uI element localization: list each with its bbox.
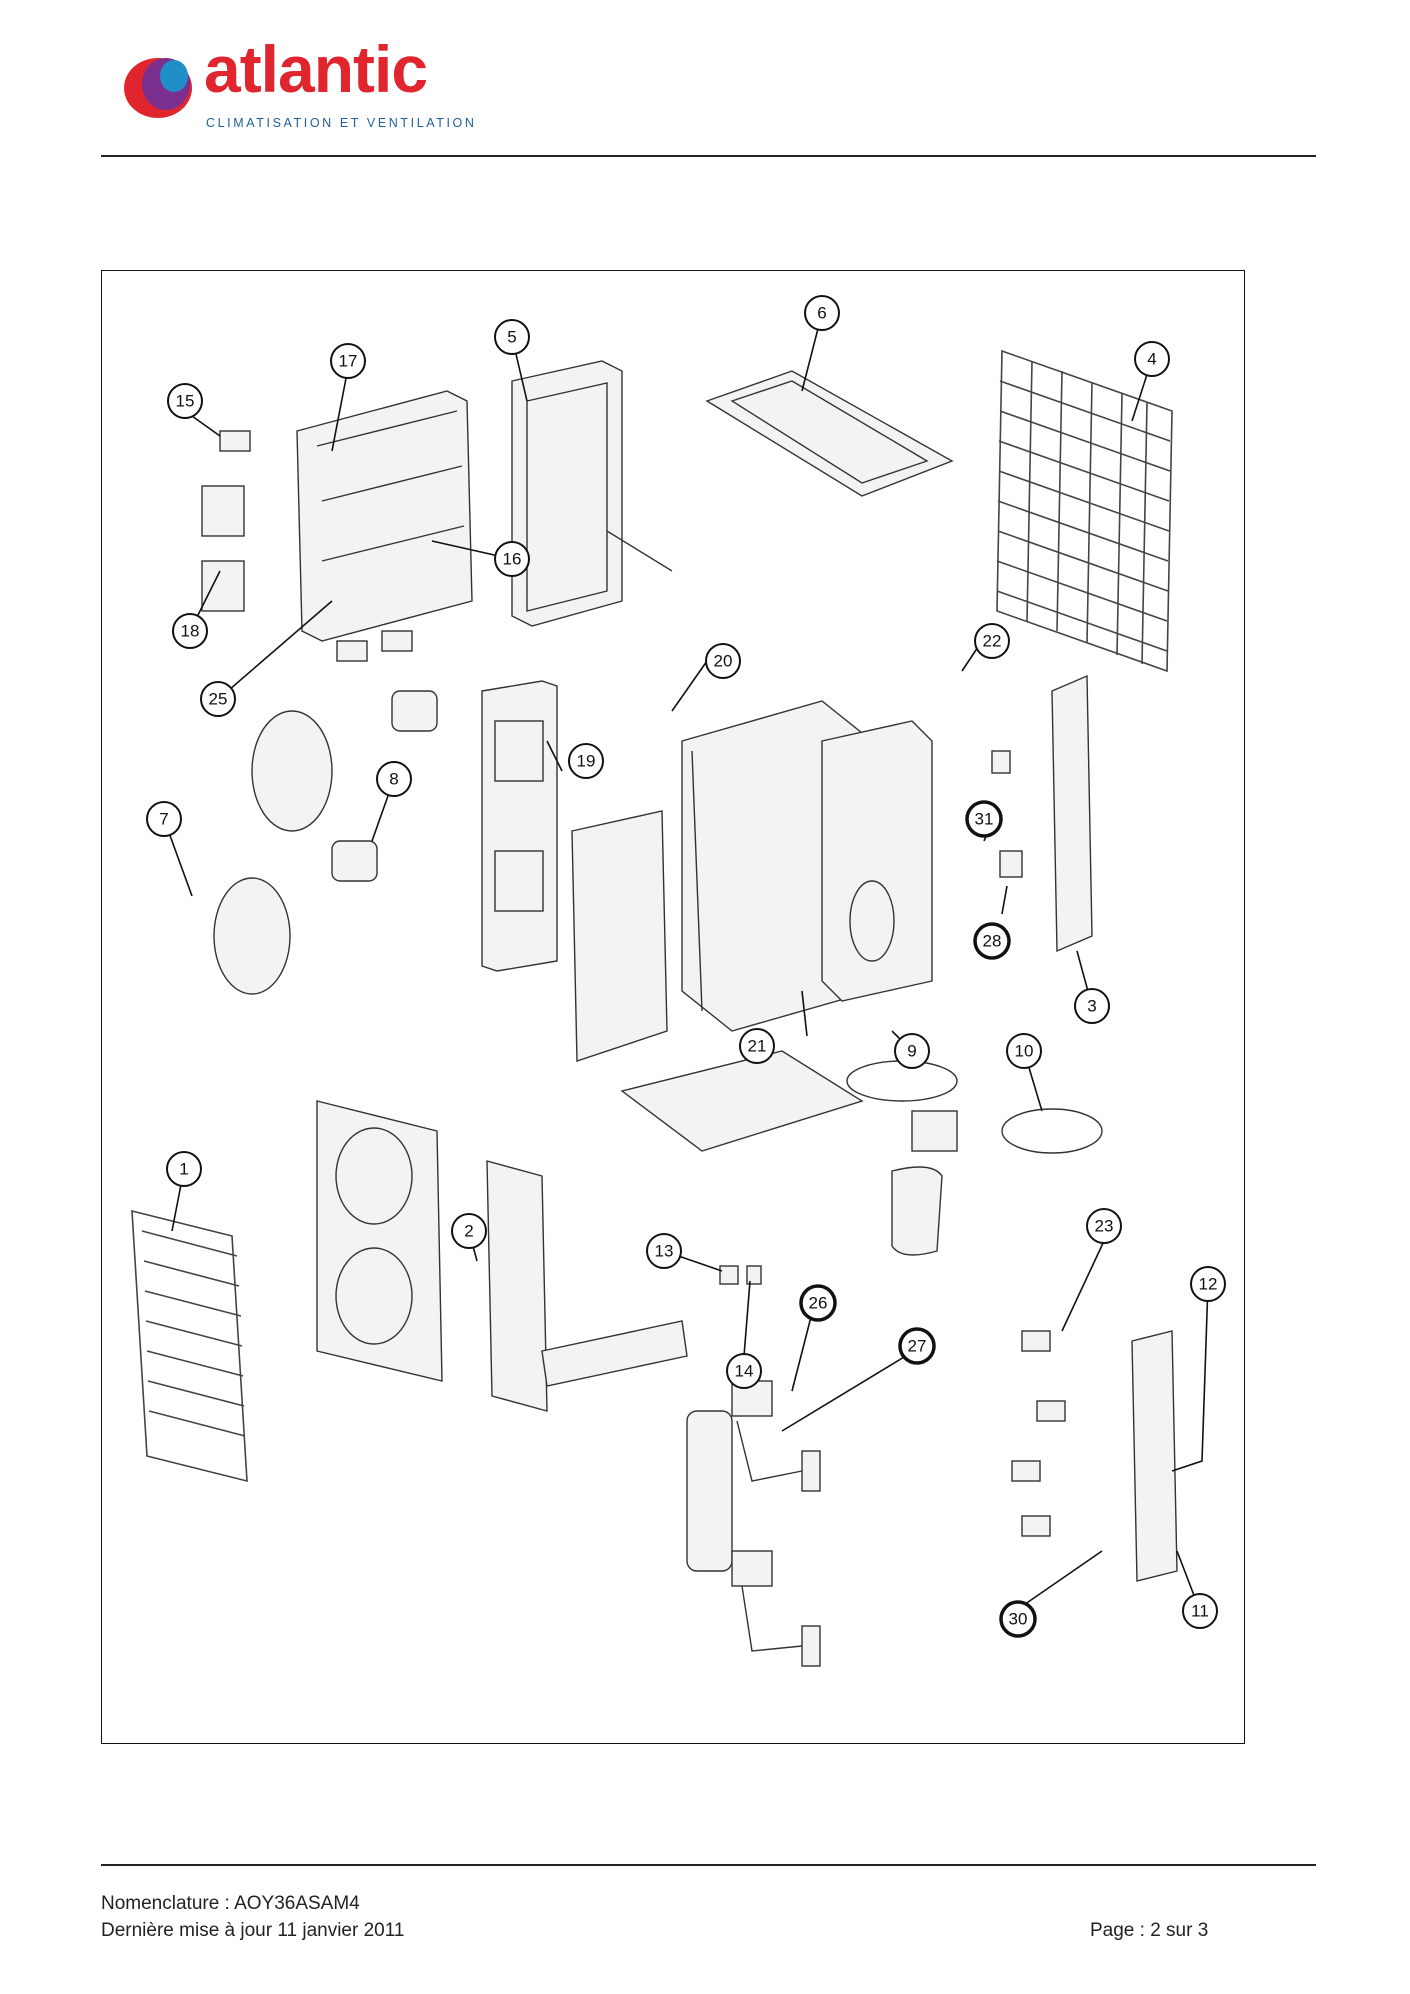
svg-text:13: 13 bbox=[655, 1242, 674, 1261]
callout-21: 21 bbox=[739, 1028, 775, 1064]
band-part bbox=[846, 1060, 1103, 1256]
front-grille-part bbox=[131, 1209, 248, 1483]
callout-19: 19 bbox=[568, 743, 604, 779]
partition-part bbox=[571, 810, 668, 1062]
side-panel-part bbox=[511, 360, 673, 627]
callout-10: 10 bbox=[1006, 1033, 1042, 1069]
svg-text:5: 5 bbox=[507, 328, 516, 347]
atlantic-logo-mark-icon bbox=[124, 58, 192, 118]
footer-nomenclature: Nomenclature : AOY36ASAM4 bbox=[101, 1893, 360, 1914]
svg-text:12: 12 bbox=[1199, 1275, 1218, 1294]
svg-text:18: 18 bbox=[181, 622, 200, 641]
motor-bracket-part bbox=[481, 680, 558, 972]
callout-9: 9 bbox=[894, 1033, 930, 1069]
footer-last-update: Dernière mise à jour 11 janvier 2011 bbox=[101, 1920, 405, 1941]
svg-text:11: 11 bbox=[1191, 1602, 1209, 1621]
svg-text:6: 6 bbox=[817, 304, 826, 323]
svg-text:28: 28 bbox=[983, 932, 1002, 951]
callout-18: 18 bbox=[172, 613, 208, 649]
callout-11: 11 bbox=[1182, 1593, 1218, 1629]
svg-text:31: 31 bbox=[975, 810, 994, 829]
small-parts bbox=[719, 750, 1023, 1285]
svg-text:16: 16 bbox=[503, 550, 522, 569]
brand-name: atlantic bbox=[204, 32, 428, 106]
svg-text:9: 9 bbox=[907, 1042, 916, 1061]
svg-text:2: 2 bbox=[464, 1222, 473, 1241]
callout-6: 6 bbox=[804, 295, 840, 331]
svg-text:22: 22 bbox=[983, 632, 1002, 651]
callout-31: 31 bbox=[965, 800, 1003, 838]
callout-25: 25 bbox=[200, 681, 236, 717]
svg-text:15: 15 bbox=[176, 392, 195, 411]
svg-text:8: 8 bbox=[389, 770, 398, 789]
valve-assembly-part bbox=[686, 1380, 821, 1667]
callout-27: 27 bbox=[898, 1327, 936, 1365]
svg-text:25: 25 bbox=[209, 690, 228, 709]
compressor-part bbox=[821, 720, 933, 1002]
control-box-part bbox=[201, 390, 473, 662]
fan-assembly-part bbox=[213, 690, 438, 995]
rear-guard-part bbox=[996, 349, 1173, 673]
callout-14: 14 bbox=[726, 1353, 762, 1389]
svg-text:30: 30 bbox=[1009, 1610, 1028, 1629]
svg-text:1: 1 bbox=[179, 1160, 188, 1179]
footer-page-number: Page : 2 sur 3 bbox=[1090, 1920, 1209, 1941]
callout-26: 26 bbox=[799, 1284, 837, 1322]
callout-2: 2 bbox=[451, 1213, 487, 1249]
callout-4: 4 bbox=[1134, 341, 1170, 377]
exploded-view-figure: 1 2 3 4 5 6 7 8 9 10 11 12 13 14 15 16 1… bbox=[101, 270, 1245, 1744]
callout-28: 28 bbox=[973, 922, 1011, 960]
brand-tagline: CLIMATISATION ET VENTILATION bbox=[206, 116, 477, 130]
svg-text:19: 19 bbox=[577, 752, 596, 771]
callout-15: 15 bbox=[167, 383, 203, 419]
callout-5: 5 bbox=[494, 319, 530, 355]
callout-16: 16 bbox=[494, 541, 530, 577]
svg-text:14: 14 bbox=[735, 1362, 754, 1381]
top-panel-part bbox=[705, 370, 954, 497]
footer-divider bbox=[101, 1864, 1316, 1866]
terminal-block-part bbox=[1011, 1330, 1178, 1582]
callout-13: 13 bbox=[646, 1233, 682, 1269]
svg-text:20: 20 bbox=[714, 652, 733, 671]
callout-3: 3 bbox=[1074, 988, 1110, 1024]
svg-text:21: 21 bbox=[748, 1037, 767, 1056]
svg-text:27: 27 bbox=[908, 1337, 927, 1356]
header-divider bbox=[101, 155, 1316, 157]
right-panel-part bbox=[1051, 674, 1093, 953]
exploded-view-diagram: 1 2 3 4 5 6 7 8 9 10 11 12 13 14 15 16 1… bbox=[131, 295, 1226, 1667]
svg-text:4: 4 bbox=[1147, 350, 1156, 369]
callout-1: 1 bbox=[166, 1151, 202, 1187]
svg-text:17: 17 bbox=[339, 352, 358, 371]
callout-23: 23 bbox=[1086, 1208, 1122, 1244]
svg-text:10: 10 bbox=[1015, 1042, 1034, 1061]
callout-7: 7 bbox=[146, 801, 182, 837]
svg-text:7: 7 bbox=[159, 810, 168, 829]
callout-17: 17 bbox=[330, 343, 366, 379]
base-plate-part bbox=[620, 1050, 864, 1152]
callout-22: 22 bbox=[974, 623, 1010, 659]
callout-30: 30 bbox=[999, 1600, 1037, 1638]
callout-20: 20 bbox=[705, 643, 741, 679]
svg-text:3: 3 bbox=[1087, 997, 1096, 1016]
front-panel-part bbox=[316, 1100, 688, 1412]
svg-text:26: 26 bbox=[809, 1294, 828, 1313]
callout-12: 12 bbox=[1190, 1266, 1226, 1302]
brand-logo: atlantic CLIMATISATION ET VENTILATION bbox=[120, 36, 500, 134]
callout-8: 8 bbox=[376, 761, 412, 797]
svg-text:23: 23 bbox=[1095, 1217, 1114, 1236]
